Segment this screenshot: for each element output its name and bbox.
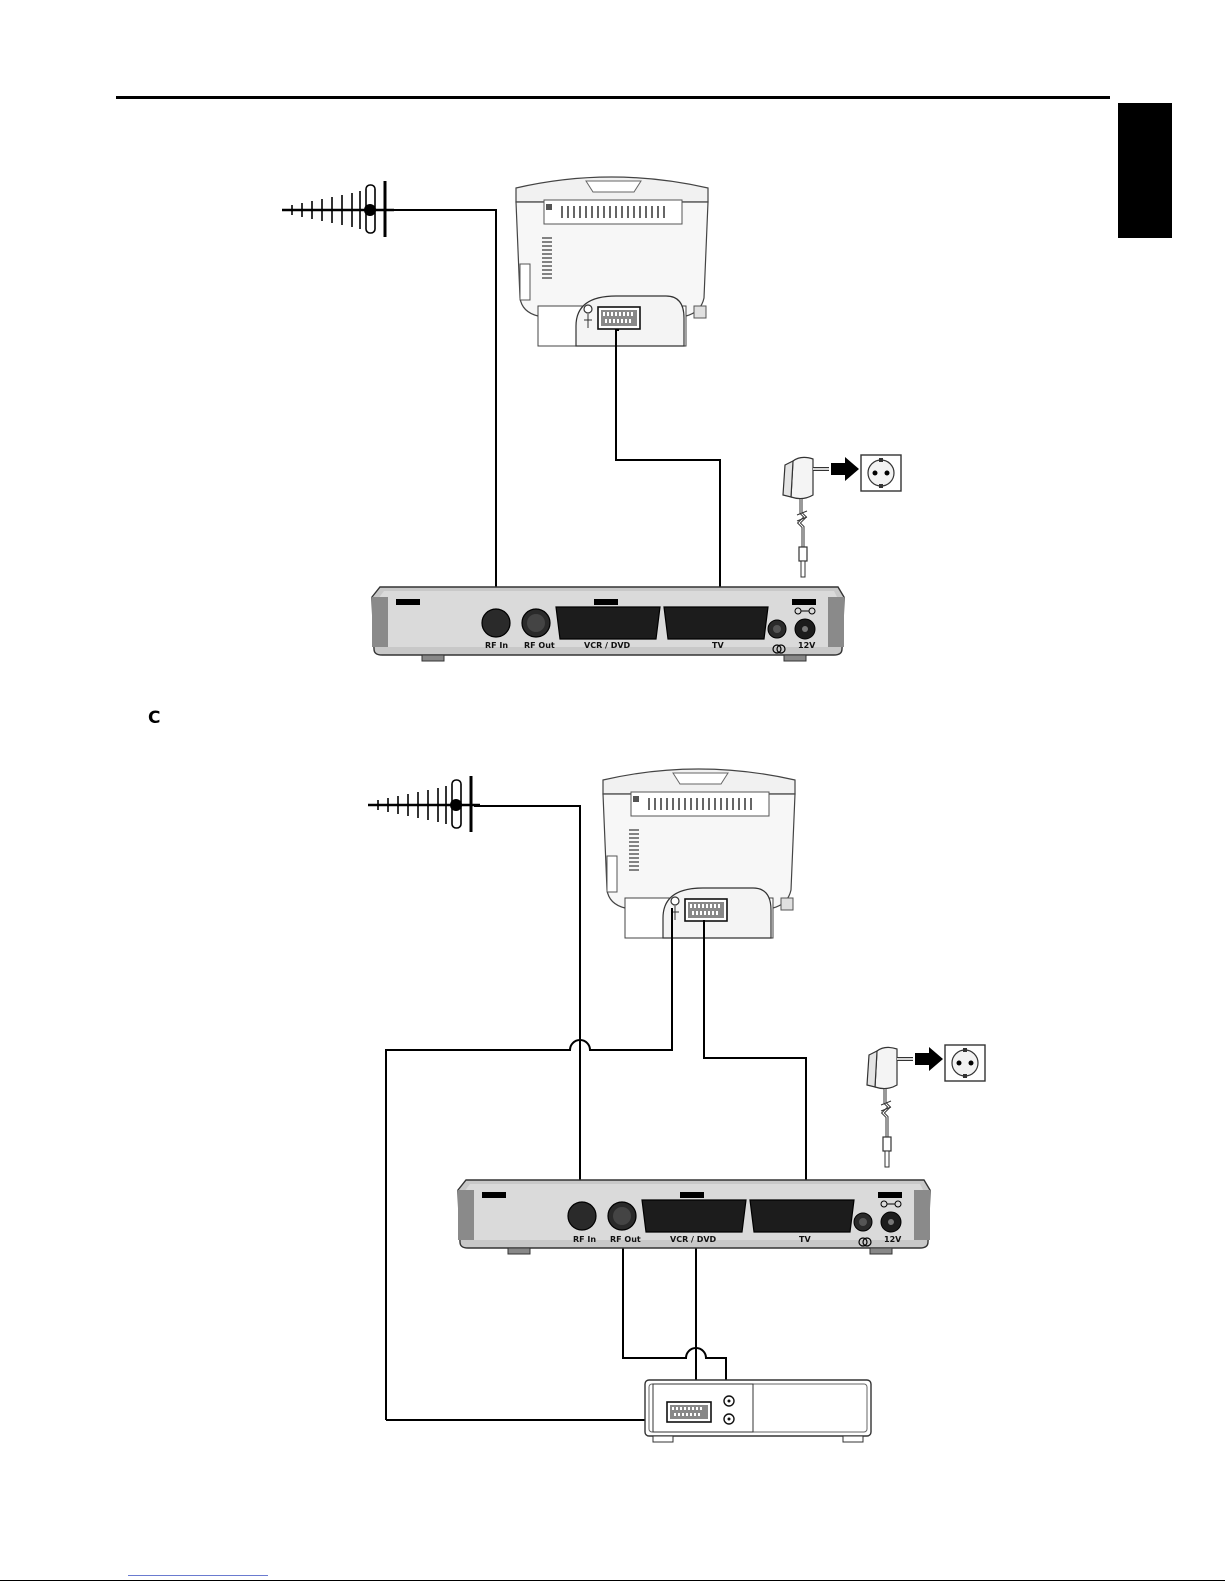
label-tv: TV [799,1235,811,1244]
cable-antenna-rf-in [388,210,496,612]
cable-tv-scart [704,920,806,1212]
label-rf-in: RF In [573,1235,596,1244]
tv-rear-icon [603,769,795,938]
power-adapter-icon [783,455,901,577]
label-rf-in: RF In [485,641,508,650]
label-vcr-dvd: VCR / DVD [584,641,631,650]
diagram-2: RF In RF Out VCR / DVD TV 12V [368,769,985,1442]
label-vcr-dvd: VCR / DVD [670,1235,717,1244]
diagram-1: RF In RF Out VCR / DVD TV 12V [282,177,901,661]
cable-vcr-rf-to-tv [386,908,672,1420]
antenna-icon [282,181,394,237]
label-power: 12V [798,641,816,650]
label-power: 12V [884,1235,902,1244]
vcr-rear-icon [645,1380,871,1442]
tv-rear-icon [516,177,708,346]
cable-tv-scart [616,330,720,612]
label-rf-out: RF Out [610,1235,641,1244]
antenna-icon [368,776,480,832]
cable-antenna-rf-in [474,806,580,1045]
label-rf-out: RF Out [524,641,555,650]
power-adapter-icon [867,1045,985,1167]
label-tv: TV [712,641,724,650]
